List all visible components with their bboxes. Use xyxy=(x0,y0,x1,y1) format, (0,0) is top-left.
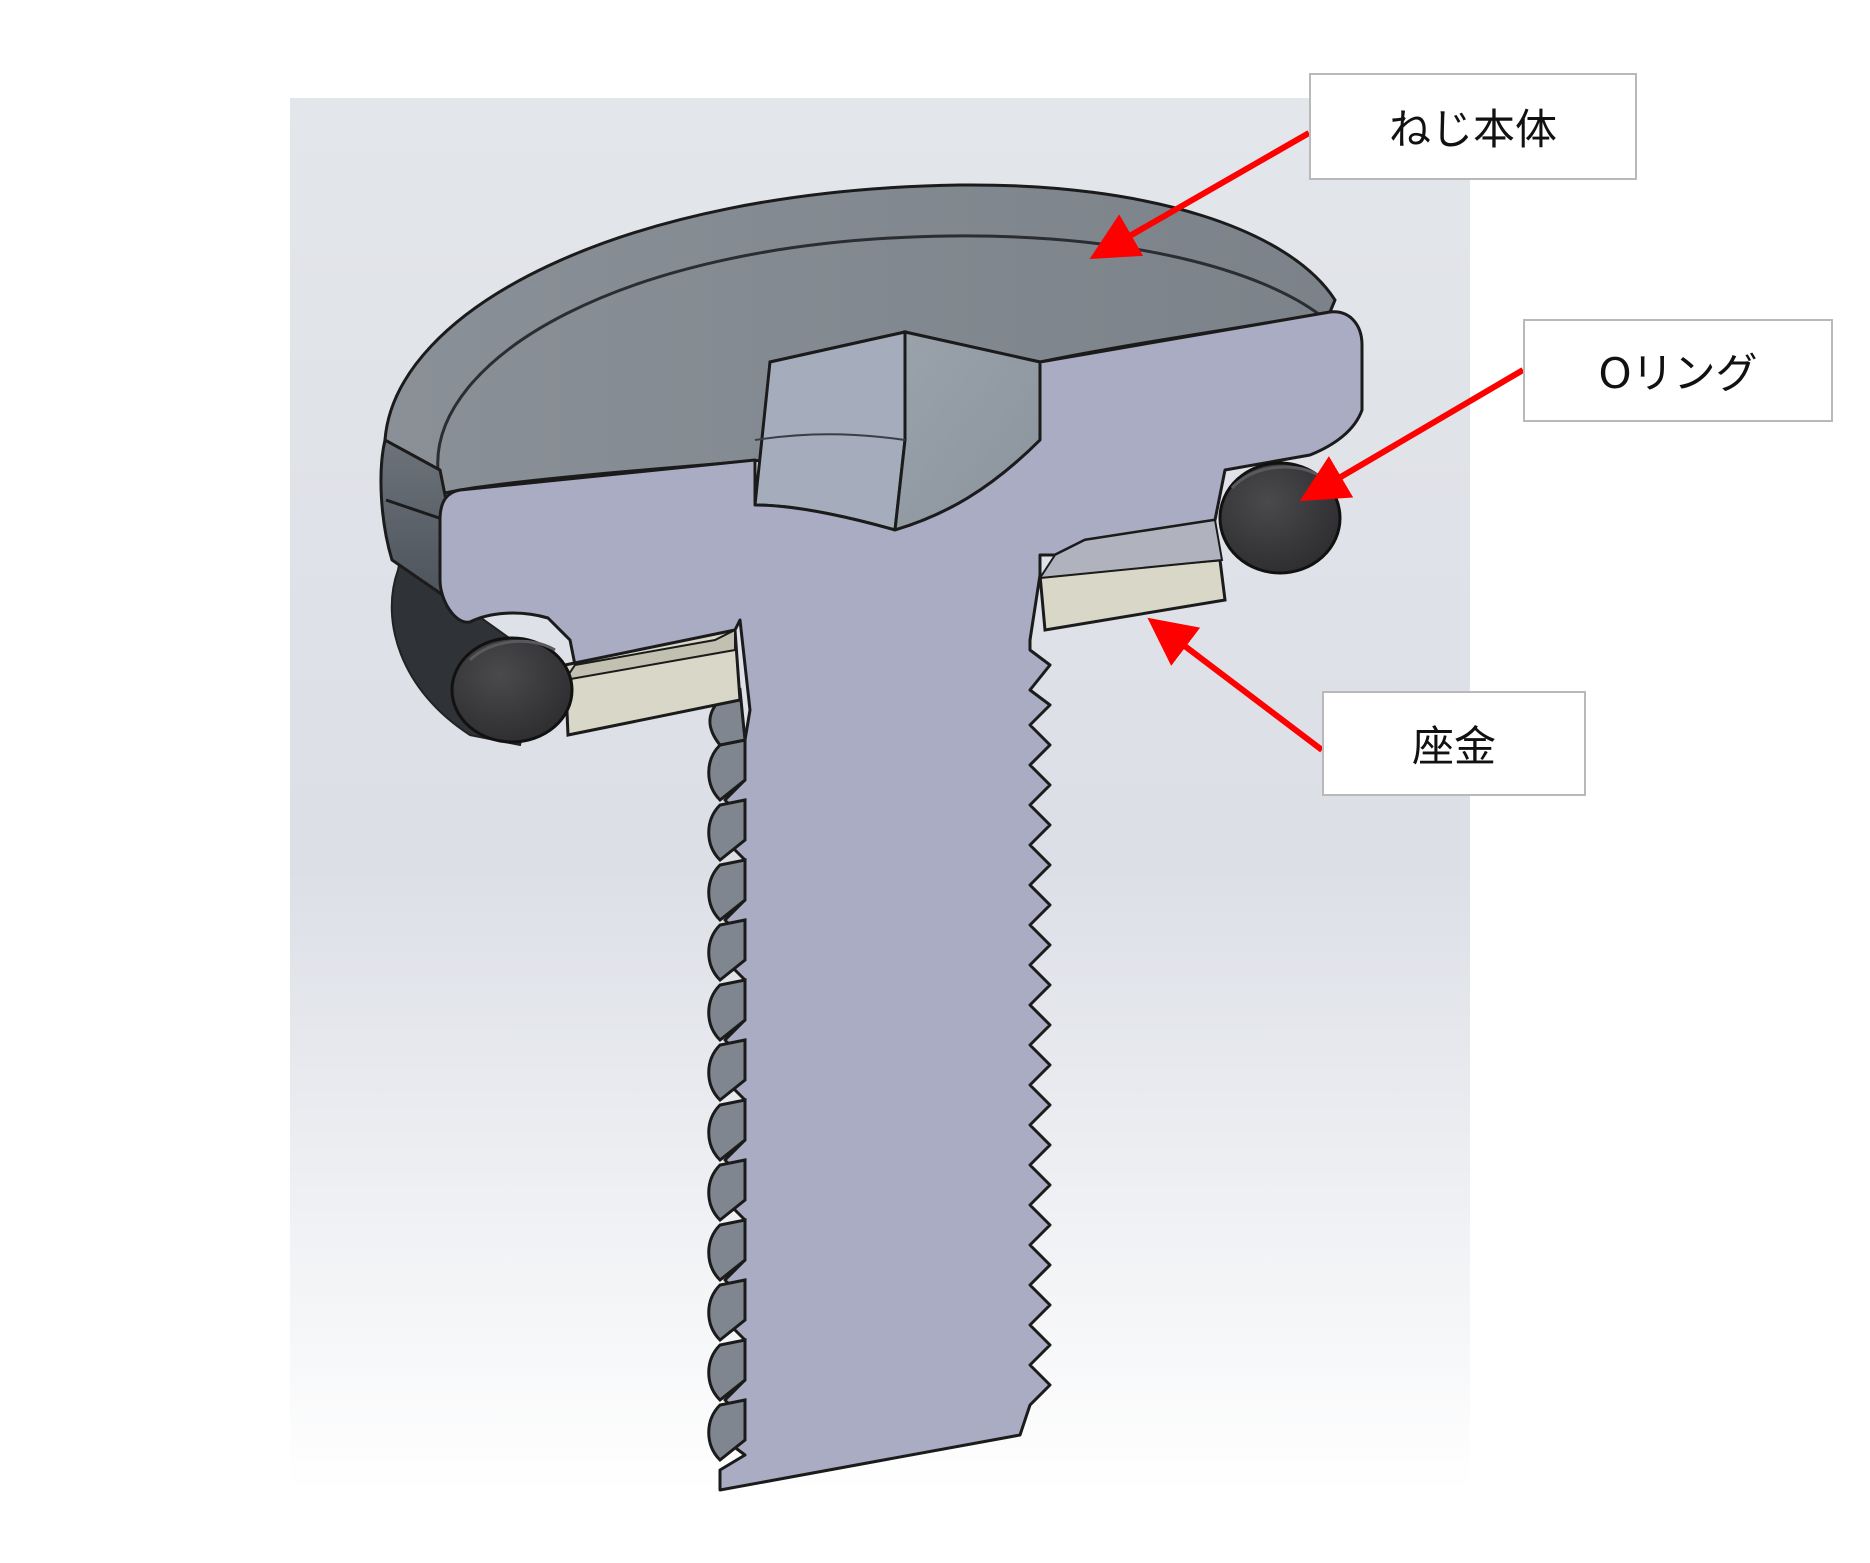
label-screw-body-text: ねじ本体 xyxy=(1388,105,1557,154)
head-dome-ridge xyxy=(436,234,1321,471)
arrow-washer xyxy=(1147,617,1324,753)
arrow-o-ring xyxy=(1299,367,1525,502)
label-o-ring: Oリング xyxy=(1523,319,1833,422)
screw-cross-section xyxy=(438,310,1364,1492)
label-washer: 座金 xyxy=(1322,691,1586,796)
label-o-ring-text: Oリング xyxy=(1598,349,1758,398)
thread-helix-left xyxy=(707,687,747,1463)
washer-right-top xyxy=(1038,518,1224,580)
label-screw-body: ねじ本体 xyxy=(1309,73,1637,180)
hex-socket-left-face xyxy=(753,330,907,532)
o-ring-left xyxy=(450,636,574,744)
head-side-groove xyxy=(385,498,446,522)
label-washer-text: 座金 xyxy=(1411,722,1496,771)
hex-socket-bottom-edge xyxy=(754,433,906,441)
o-ring-right xyxy=(1218,461,1342,575)
o-ring-left-highlight xyxy=(468,639,556,662)
arrow-screw-body xyxy=(1089,130,1311,259)
